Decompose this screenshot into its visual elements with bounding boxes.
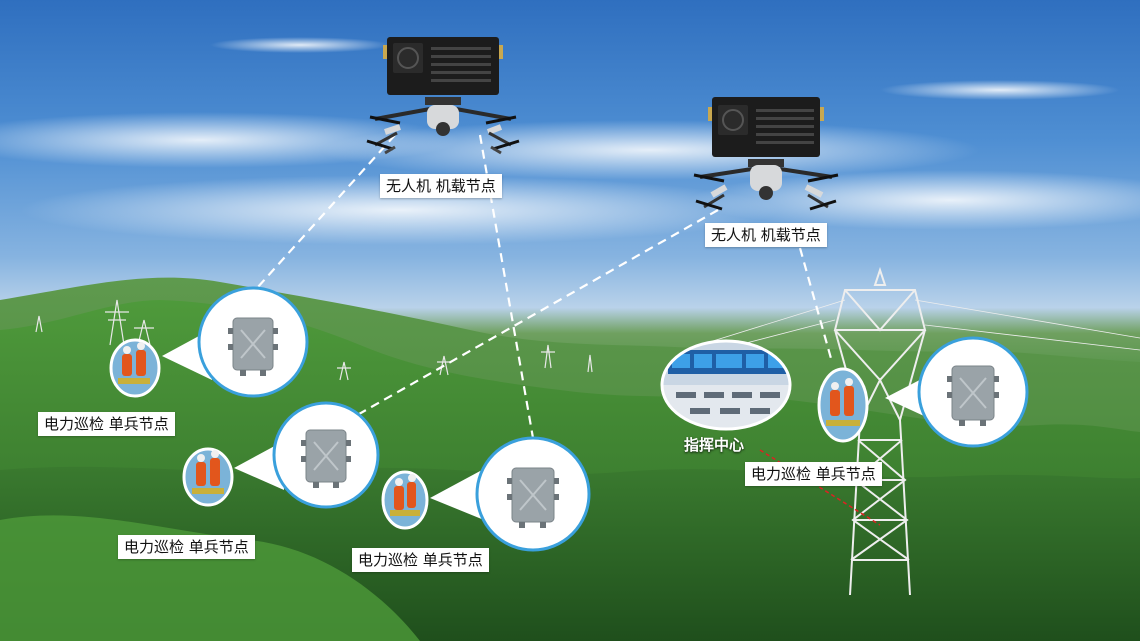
soldier-node-label-1: 电力巡检 单兵节点: [38, 412, 175, 436]
foreground-meadow: [0, 515, 420, 641]
soldier-node-label-3: 电力巡检 单兵节点: [352, 548, 489, 572]
worker-icon: [817, 367, 869, 443]
soldier-node-2: [182, 401, 380, 509]
drone-node-label-2: 无人机 机载节点: [705, 223, 827, 247]
link-drone1-soldier1: [247, 134, 396, 299]
link-drone2-soldier4: [798, 247, 834, 363]
worker-icon: [381, 470, 429, 530]
radio-module-icon: [162, 286, 309, 398]
soldier-node-3: [381, 436, 591, 552]
distant-pylons: [35, 299, 593, 381]
soldier-node-label-4: 电力巡检 单兵节点: [745, 462, 882, 486]
drone-icon: [693, 97, 839, 211]
clouds: [0, 37, 1140, 245]
link-drone2-soldier2: [351, 209, 719, 419]
soldier-node-4: [817, 336, 1029, 448]
worker-icon: [182, 447, 234, 507]
command-center-label: 指挥中心: [684, 436, 745, 454]
radio-module-icon: [885, 336, 1029, 448]
radio-module-icon: [234, 401, 380, 509]
radio-module-icon: [430, 436, 591, 552]
worker-icon: [109, 338, 161, 398]
soldier-node-1: [109, 286, 309, 398]
soldier-node-label-2: 电力巡检 单兵节点: [118, 535, 255, 559]
drone-node-label-1: 无人机 机载节点: [380, 174, 502, 198]
drone-icon: [366, 37, 520, 155]
command-center-icon: [660, 339, 792, 431]
